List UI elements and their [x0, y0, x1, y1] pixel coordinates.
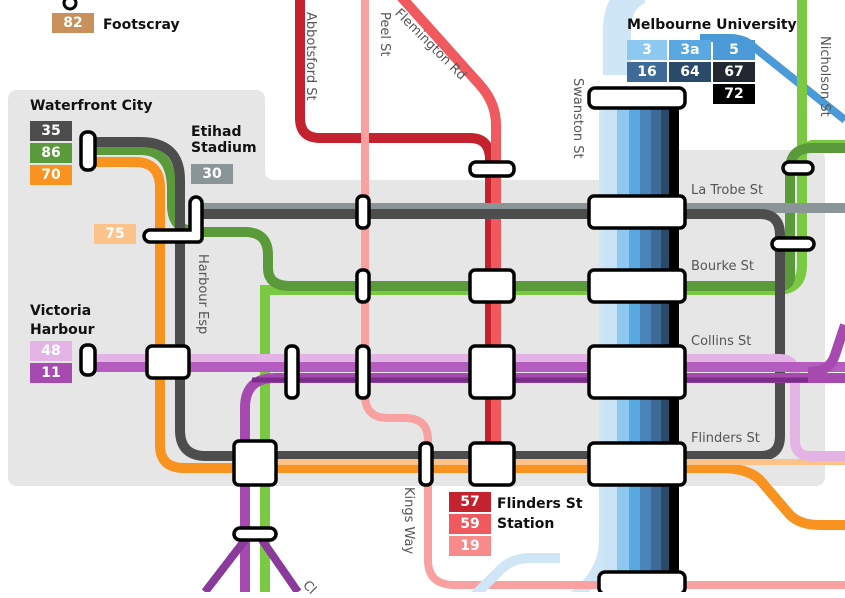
route-badge-72: 72 — [713, 84, 755, 104]
route-badge-86: 86 — [30, 143, 72, 163]
route-badge-59: 59 — [449, 514, 491, 534]
street-label-kings-way: Kings Way — [401, 487, 416, 555]
street-label-flinders: Flinders St — [691, 431, 760, 446]
route-line-109-south — [201, 537, 302, 592]
street-label-nicholson: Nicholson St — [817, 36, 832, 117]
stop-label-victoria-harbour: Victoria Harbour — [30, 303, 95, 338]
route-line-59 — [397, 0, 501, 462]
route-line-35 — [88, 137, 785, 461]
stop-peel-bourke — [355, 268, 371, 304]
route-line-70 — [88, 157, 845, 530]
route-badge-67: 67 — [713, 62, 755, 82]
stop-label-footscray: Footscray — [103, 17, 180, 33]
route-badge-19: 19 — [449, 536, 491, 556]
stop-swanston-south — [597, 570, 687, 592]
stop-harbour-esp-collins — [145, 344, 191, 380]
route-badge-11: 11 — [30, 363, 72, 383]
stop-nicholson-south — [770, 236, 816, 252]
route-line-19 — [361, 0, 845, 589]
route-badge-75: 75 — [94, 224, 136, 244]
stop-elizabeth-collins — [468, 344, 516, 400]
stop-markers — [79, 86, 816, 592]
stop-etihad-stadium — [142, 195, 204, 244]
route-line-48 — [88, 354, 845, 461]
stop-victoria-harbour — [79, 343, 97, 377]
street-label-collins: Collins St — [691, 334, 752, 349]
stop-spencer-collins — [284, 344, 300, 400]
street-label-bourke: Bourke St — [691, 259, 755, 274]
route-line-12-109 — [807, 323, 845, 377]
stop-swanston-top — [587, 86, 687, 110]
route-badge-57: 57 — [449, 492, 491, 512]
route-badge-70: 70 — [30, 165, 72, 185]
route-badge-82: 82 — [52, 13, 94, 33]
stop-flinders-st-station — [468, 441, 516, 487]
stop-label-flinders-st-station: Flinders St Station — [497, 496, 583, 532]
route-badge-3a: 3a — [669, 40, 711, 60]
stop-waterfront-city — [79, 130, 97, 172]
stop-peel-collins — [355, 344, 371, 400]
stop-nicholson-north — [781, 160, 815, 176]
route-line-57 — [295, 0, 495, 462]
stop-swanston-latrobe — [587, 194, 687, 230]
street-label-harbour-esp: Harbour Esp — [195, 254, 210, 335]
route-badge-64: 64 — [669, 62, 711, 82]
street-label-latrobe: La Trobe St — [691, 183, 764, 198]
stop-st-kilda-rd — [232, 526, 278, 542]
stop-label-etihad-stadium: Etihad Stadium — [191, 124, 257, 156]
stop-elizabeth-bourke — [468, 268, 516, 304]
route-badge-16: 16 — [627, 62, 667, 82]
route-line-19-south — [470, 553, 560, 592]
route-badge-30: 30 — [191, 164, 233, 184]
route-badge-48: 48 — [30, 341, 72, 361]
stop-label-waterfront-city: Waterfront City — [30, 98, 153, 114]
street-label-abbotsford: Abbotsford St — [303, 12, 318, 101]
route-badge-3: 3 — [627, 40, 667, 60]
stop-spencer-flinders — [232, 439, 278, 487]
route-badge-5: 5 — [713, 40, 755, 60]
footscray-terminus — [62, 0, 78, 11]
stop-label-melbourne-university: Melbourne University — [627, 17, 797, 33]
street-label-peel: Peel St — [377, 12, 392, 57]
stop-swanston-collins — [587, 344, 687, 400]
stop-kings-way — [418, 441, 434, 487]
stop-swanston-flinders — [587, 441, 687, 487]
stop-peel-latrobe — [355, 194, 371, 230]
route-badge-35: 35 — [30, 121, 72, 141]
stop-swanston-bourke — [587, 268, 687, 304]
street-label-swanston: Swanston St — [570, 78, 585, 159]
stop-flemington-junction — [468, 160, 516, 178]
